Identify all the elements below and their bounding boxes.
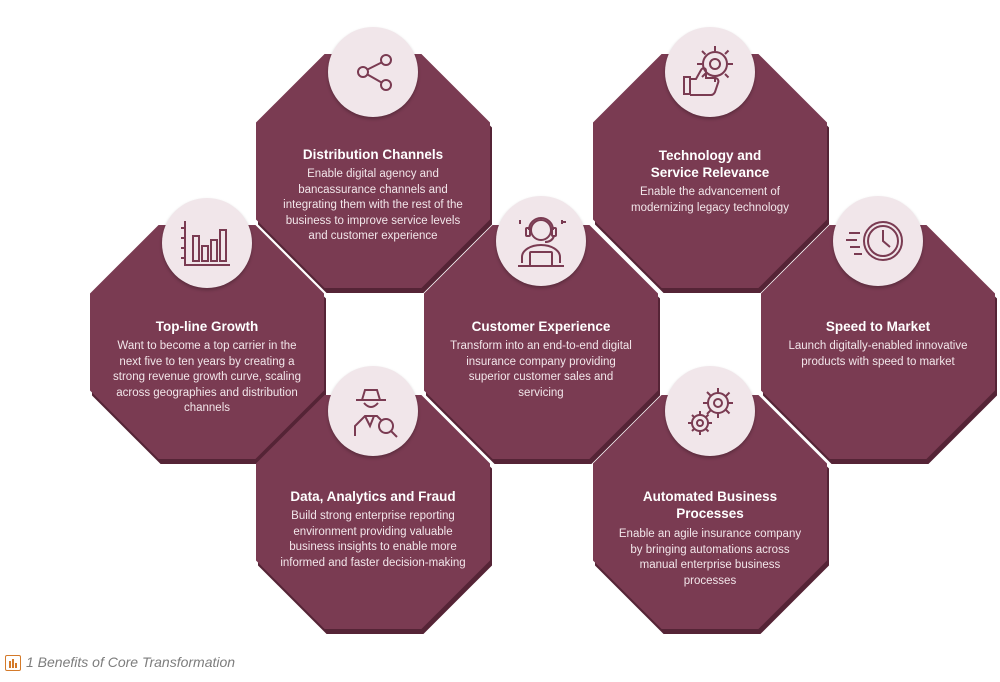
chart-icon [5,655,21,671]
box-description: Build strong enterprise reporting enviro… [280,510,466,569]
detective-icon [328,366,418,456]
gears-icon [665,366,755,456]
gear-thumbs-up-icon [665,27,755,117]
box-automated-business-processes: Automated Business Processes Enable an a… [593,395,829,634]
box-title: Speed to Market [825,319,931,334]
box-description: Enable an agile insurance company by bri… [618,528,802,587]
box-description: Enable the advancement of modernizing le… [631,186,789,214]
share-icon [328,27,418,117]
box-title: Automated Business Processes [642,489,778,521]
fast-clock-icon [833,196,923,286]
bar-chart-icon [162,198,252,288]
box-title: Technology and Service Relevance [650,148,770,180]
box-description: Transform into an end-to-end digital ins… [450,340,632,399]
box-topline-growth: Top-line Growth Want to become a top car… [90,225,326,464]
support-agent-icon [496,196,586,286]
box-title: Customer Experience [471,319,611,334]
box-title: Top-line Growth [155,319,259,334]
box-title: Data, Analytics and Fraud [290,489,456,504]
box-description: Enable digital agency and bancassurance … [283,168,463,242]
figure-caption: 1 Benefits of Core Transformation [26,654,236,670]
box-description: Want to become a top carrier in the next… [113,340,301,414]
box-title: Distribution Channels [302,147,444,162]
box-description: Launch digitally-enabled innovative prod… [788,340,968,368]
